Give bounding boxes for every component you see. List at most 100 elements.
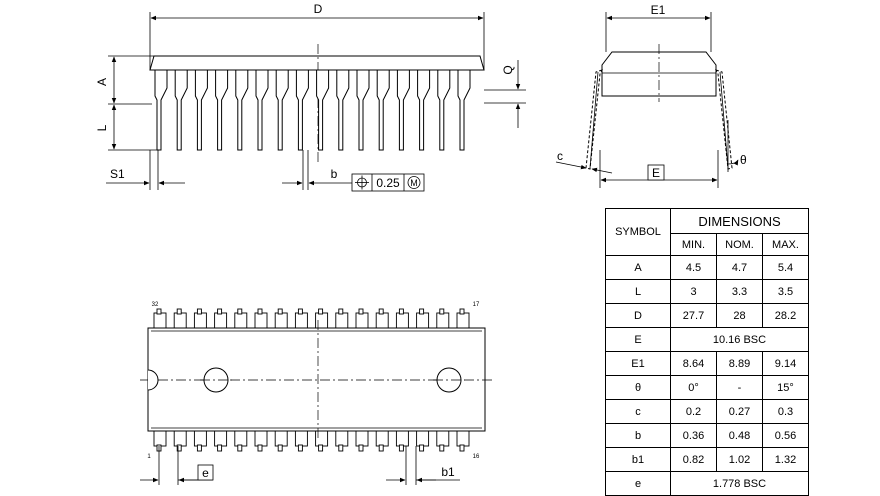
label-L: L: [95, 124, 109, 131]
row-max: 15°: [762, 375, 809, 400]
end-body: [601, 51, 717, 97]
bottom-pin: [294, 430, 308, 452]
side-lead: [174, 69, 188, 151]
dimensions-table: SYMBOL DIMENSIONS MIN. NOM. MAX. A 4.5 4…: [605, 208, 809, 496]
top-pin: [153, 308, 167, 329]
bottom-pin: [193, 430, 207, 452]
row-max: 0.56: [762, 423, 809, 448]
row-max: 5.4: [762, 255, 809, 280]
table-row: θ 0° - 15°: [605, 375, 809, 400]
label-E1: E1: [651, 3, 666, 17]
top-pin: [173, 308, 187, 329]
label-E: E: [652, 166, 660, 180]
pin-number-16: 16: [473, 454, 480, 460]
side-lead: [255, 69, 269, 151]
row-min: 0°: [670, 375, 717, 400]
row-nom: 4.7: [716, 255, 763, 280]
row-max: 28.2: [762, 303, 809, 328]
row-min: 4.5: [670, 255, 717, 280]
table-row: c 0.2 0.27 0.3: [605, 399, 809, 424]
row-nom: 3.3: [716, 279, 763, 304]
tolerance-frame: [351, 173, 425, 192]
label-S1: S1: [110, 167, 125, 181]
label-D: D: [314, 2, 323, 16]
row-symbol: c: [605, 399, 671, 424]
table-row: L 3 3.3 3.5: [605, 279, 809, 304]
table-row: b1 0.82 1.02 1.32: [605, 447, 809, 472]
row-max: 1.32: [762, 447, 809, 472]
row-min: 8.64: [670, 351, 717, 376]
bottom-pin: [234, 430, 248, 452]
row-merged-value: 10.16 BSC: [670, 327, 809, 352]
side-lead: [235, 69, 249, 151]
pin1-notch: [147, 369, 159, 391]
label-c: c: [557, 149, 563, 163]
bottom-pin: [375, 430, 389, 452]
label-e-box: [197, 464, 214, 481]
bottom-pin: [456, 430, 470, 452]
table-row: e 1.778 BSC: [605, 471, 809, 496]
top-pin: [234, 308, 248, 329]
top-pin: [335, 308, 349, 329]
side-view: D A L Q S1 b: [95, 2, 526, 192]
nom-header: NOM.: [716, 233, 763, 256]
top-pin: [254, 308, 268, 329]
row-max: 9.14: [762, 351, 809, 376]
row-nom: 0.48: [716, 423, 763, 448]
bottom-pin: [254, 430, 268, 452]
top-pin: [395, 308, 409, 329]
row-nom: 8.89: [716, 351, 763, 376]
top-pin: [274, 308, 288, 329]
bottom-pin: [416, 430, 430, 452]
pin-number-17: 17: [473, 302, 480, 308]
row-symbol: E1: [605, 351, 671, 376]
top-pin: [355, 308, 369, 329]
label-E-box: [647, 164, 665, 181]
max-header: MAX.: [762, 233, 809, 256]
row-min: 0.2: [670, 399, 717, 424]
dimensions-header: DIMENSIONS: [670, 208, 809, 234]
min-header: MIN.: [670, 233, 717, 256]
bottom-pin: [395, 430, 409, 452]
row-nom: 0.27: [716, 399, 763, 424]
label-A: A: [95, 78, 109, 86]
row-symbol: b: [605, 423, 671, 448]
tolerance-modifier: M: [410, 178, 418, 188]
label-b: b: [331, 167, 338, 181]
pin-number-32: 32: [152, 302, 159, 308]
bottom-pin: [214, 430, 228, 452]
symbol-header: SYMBOL: [605, 208, 671, 256]
row-nom: 1.02: [716, 447, 763, 472]
side-leads: [154, 69, 471, 151]
side-lead: [376, 69, 390, 151]
bottom-pin: [173, 430, 187, 452]
side-lead: [316, 69, 330, 151]
label-e: e: [202, 466, 209, 480]
top-pin: [436, 308, 450, 329]
top-pin: [214, 308, 228, 329]
bottom-pin: [355, 430, 369, 452]
side-lead: [275, 69, 289, 151]
table-row: A 4.5 4.7 5.4: [605, 255, 809, 280]
row-max: 3.5: [762, 279, 809, 304]
table-row: b 0.36 0.48 0.56: [605, 423, 809, 448]
row-symbol: D: [605, 303, 671, 328]
row-min: 27.7: [670, 303, 717, 328]
label-Q: Q: [501, 65, 515, 74]
table-row: D 27.7 28 28.2: [605, 303, 809, 328]
side-lead: [457, 69, 471, 151]
side-lead: [215, 69, 229, 151]
end-view: E1 E c θ: [555, 3, 747, 188]
top-pin: [193, 308, 207, 329]
bottom-pin: [436, 430, 450, 452]
side-lead: [295, 69, 309, 151]
row-nom: 28: [716, 303, 763, 328]
row-max: 0.3: [762, 399, 809, 424]
row-symbol: θ: [605, 375, 671, 400]
bottom-pin: [315, 430, 329, 452]
side-lead: [336, 69, 350, 151]
row-symbol: A: [605, 255, 671, 280]
row-min: 0.36: [670, 423, 717, 448]
side-lead: [194, 69, 208, 151]
